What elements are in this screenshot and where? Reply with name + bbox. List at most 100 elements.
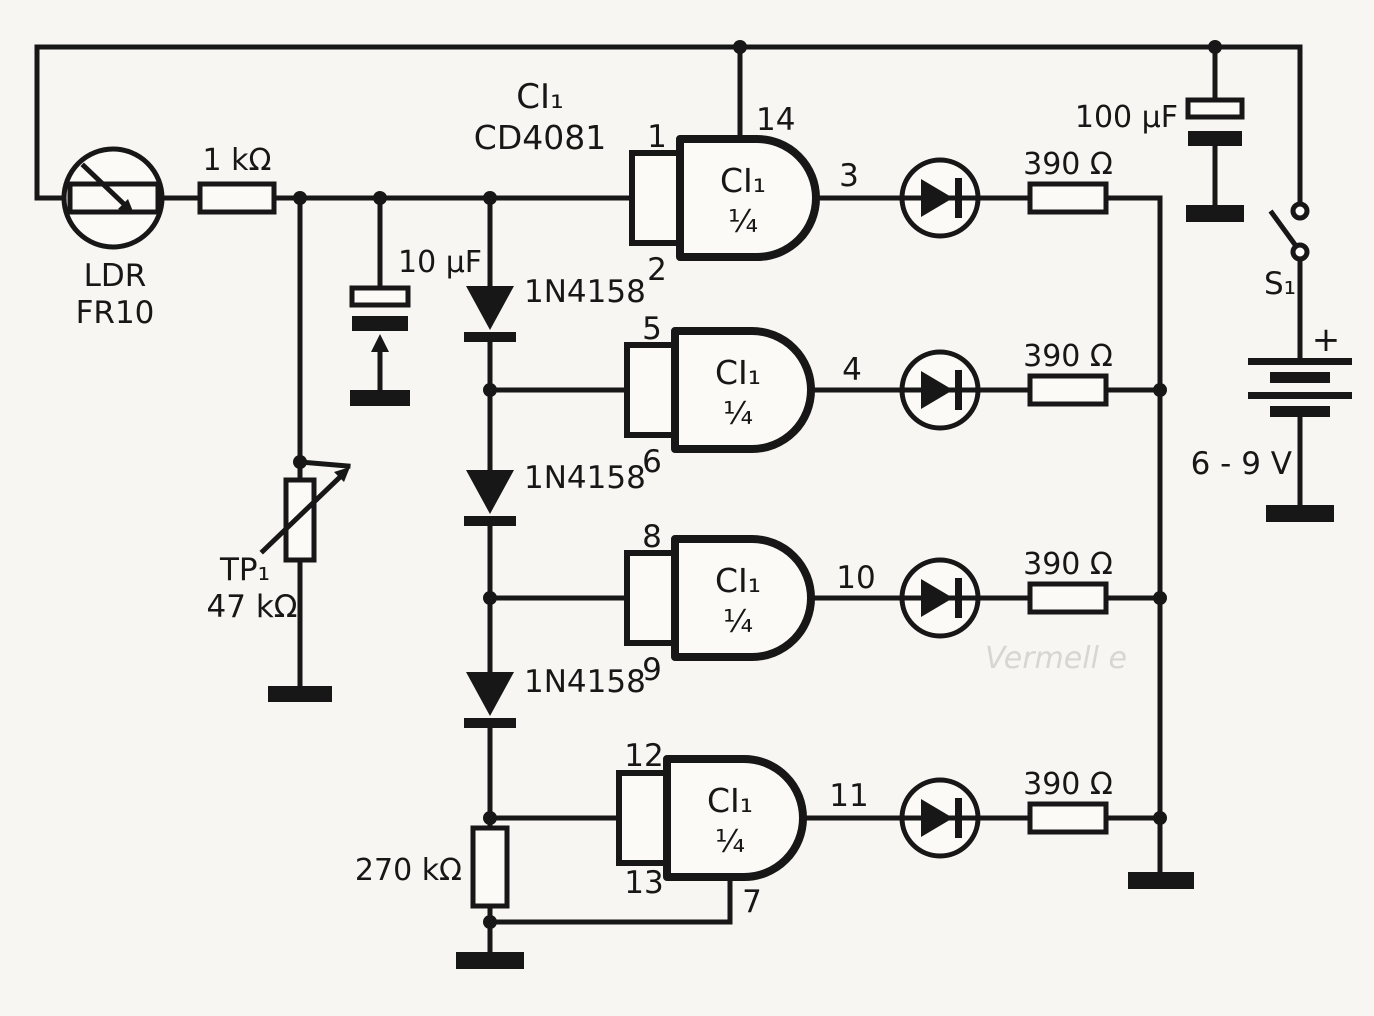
switch-lever (1268, 209, 1300, 250)
ldr-arrow (80, 162, 130, 210)
led-icon (921, 799, 953, 837)
gate4-pin-gnd: 7 (742, 884, 762, 920)
led-bar-icon (955, 798, 962, 838)
gate2-pin-in1: 5 (642, 311, 662, 347)
battery-plate-short (1270, 372, 1330, 383)
gate3-input-box (624, 550, 678, 646)
junction-dot (483, 383, 497, 397)
diode-d3: 1N4158 (464, 664, 646, 728)
battery-plate-long (1248, 358, 1352, 365)
output-row-1: 390 Ω (813, 147, 1163, 239)
junction-dot (483, 191, 497, 205)
junction-dot (1153, 591, 1167, 605)
gate3-body (671, 535, 815, 661)
resistor-r2-body (470, 825, 510, 909)
resistor-390-2-body (1027, 373, 1109, 407)
output-row-2: 390 Ω (808, 339, 1163, 431)
gate3-pin-in2: 9 (642, 652, 662, 688)
gate2-input-box (624, 342, 678, 438)
ldr-part-label: FR10 (76, 295, 155, 331)
gate2-pin-in2: 6 (642, 444, 662, 480)
gate4-label: CI₁ (707, 781, 753, 820)
junction-dot (483, 915, 497, 929)
resistor-390-3-label: 390 Ω (1023, 547, 1113, 582)
ic-ref-label: CI₁ (516, 77, 563, 117)
led-bar-icon (955, 178, 962, 218)
switch-s1: S₁ (1264, 201, 1310, 302)
capacitor-c2: 100 µF (1075, 97, 1245, 222)
diode-d1: 1N4158 (464, 274, 646, 342)
led-icon (921, 371, 953, 409)
ground-symbol (268, 686, 332, 702)
cap100-label: 100 µF (1075, 100, 1178, 135)
junction-dots (293, 40, 1222, 929)
ground-symbol (1186, 205, 1244, 222)
gate-3: CI₁ ¼ 8 9 10 (624, 519, 876, 688)
battery-voltage-label: 6 - 9 V (1191, 446, 1292, 482)
ground-symbol (1266, 505, 1334, 522)
ground-symbol (456, 952, 524, 969)
resistor-390-2-label: 390 Ω (1023, 339, 1113, 374)
battery-plate-long (1248, 392, 1352, 399)
gate1-fraction: ¼ (728, 204, 758, 240)
gate4-input-box (616, 770, 670, 866)
trimmer-branch-wire (297, 195, 351, 689)
junction-dot (1153, 383, 1167, 397)
gate2-label: CI₁ (715, 353, 761, 392)
gate1-pin-in2: 2 (647, 252, 667, 288)
diode-triangle-icon (466, 470, 514, 514)
resistor-r1-body (197, 181, 277, 215)
led-bar-icon (955, 578, 962, 618)
ldr-label: LDR (84, 258, 147, 294)
diode-bar-icon (464, 332, 516, 342)
resistor-390-4-body (1027, 801, 1109, 835)
diode-d1-label: 1N4158 (524, 274, 646, 310)
ic-title: CI₁ CD4081 (474, 77, 606, 157)
gate-1: CI₁ ¼ 1 2 14 3 (629, 102, 859, 288)
resistor-390-4-label: 390 Ω (1023, 767, 1113, 802)
battery-plus-label: + (1312, 320, 1341, 360)
gate2-body (671, 327, 815, 453)
resistor-390-1-body (1027, 181, 1109, 215)
resistor-r1-label: 1 kΩ (203, 143, 272, 178)
cap10-plate-neg (352, 316, 408, 331)
diode-d3-label: 1N4158 (524, 664, 646, 700)
cap10-arrowhead-icon (371, 334, 389, 352)
gate1-pin-vdd: 14 (756, 102, 795, 138)
ic-part-label: CD4081 (474, 118, 606, 157)
gate4-body (663, 755, 807, 881)
gate2-fraction: ¼ (723, 396, 753, 432)
pin7-wire (487, 874, 733, 925)
diode-d2: 1N4158 (464, 460, 646, 526)
gate4-pin-in1: 12 (624, 738, 663, 774)
trimmer-tp1: TP₁ 47 kΩ (207, 467, 350, 702)
junction-dot (733, 40, 747, 54)
cap100-plate-neg (1188, 131, 1242, 146)
junction-dot (373, 191, 387, 205)
switch-label: S₁ (1264, 266, 1296, 302)
diode-bar-icon (464, 516, 516, 526)
resistor-r2-label: 270 kΩ (355, 853, 462, 888)
junction-dot (293, 191, 307, 205)
gate1-input-box (629, 150, 683, 246)
wires (34, 44, 1303, 955)
gate2-pin-out: 4 (842, 352, 862, 388)
gate3-label: CI₁ (715, 561, 761, 600)
junction-dot (483, 811, 497, 825)
junction-dot (1208, 40, 1222, 54)
trimmer-wiper (259, 473, 344, 555)
gate3-pin-in1: 8 (642, 519, 662, 555)
battery: + 6 - 9 V (1191, 320, 1352, 522)
gate4-fraction: ¼ (715, 824, 745, 860)
cap10-plate-pos (349, 285, 411, 308)
diode-bar-icon (464, 718, 516, 728)
gate1-pin-out: 3 (839, 158, 859, 194)
diode-triangle-icon (466, 672, 514, 716)
ldr-fr10: LDR FR10 (61, 146, 165, 331)
led-icon (921, 179, 953, 217)
resistor-r1: 1 kΩ (197, 143, 277, 215)
ground-symbol (1128, 872, 1194, 889)
gate4-pin-out: 11 (829, 778, 868, 814)
